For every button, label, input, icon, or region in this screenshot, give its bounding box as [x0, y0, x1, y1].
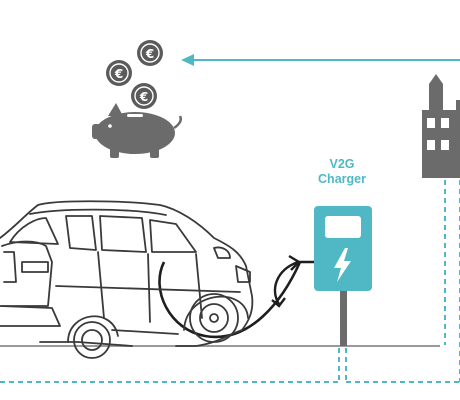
charger-station — [314, 206, 372, 346]
charger-label-line1: V2G — [329, 157, 355, 171]
euro-coin-icon: € — [131, 83, 157, 109]
car-illustration — [0, 200, 254, 359]
factory-icon — [422, 74, 460, 178]
top-flow-arrow — [181, 54, 460, 66]
lightning-bolt-icon — [334, 248, 351, 282]
bidirectional-arrow-icon — [271, 254, 301, 308]
euro-coin-icon: € — [106, 60, 132, 86]
charger-label-line2: Charger — [318, 172, 366, 186]
svg-text:€: € — [145, 47, 154, 61]
euro-coin-icon: € — [137, 40, 163, 66]
svg-text:€: € — [139, 90, 148, 104]
grid-dashed-line — [0, 180, 460, 383]
svg-text:€: € — [114, 67, 123, 81]
piggy-bank-icon — [92, 103, 182, 158]
charging-cable — [158, 260, 314, 339]
